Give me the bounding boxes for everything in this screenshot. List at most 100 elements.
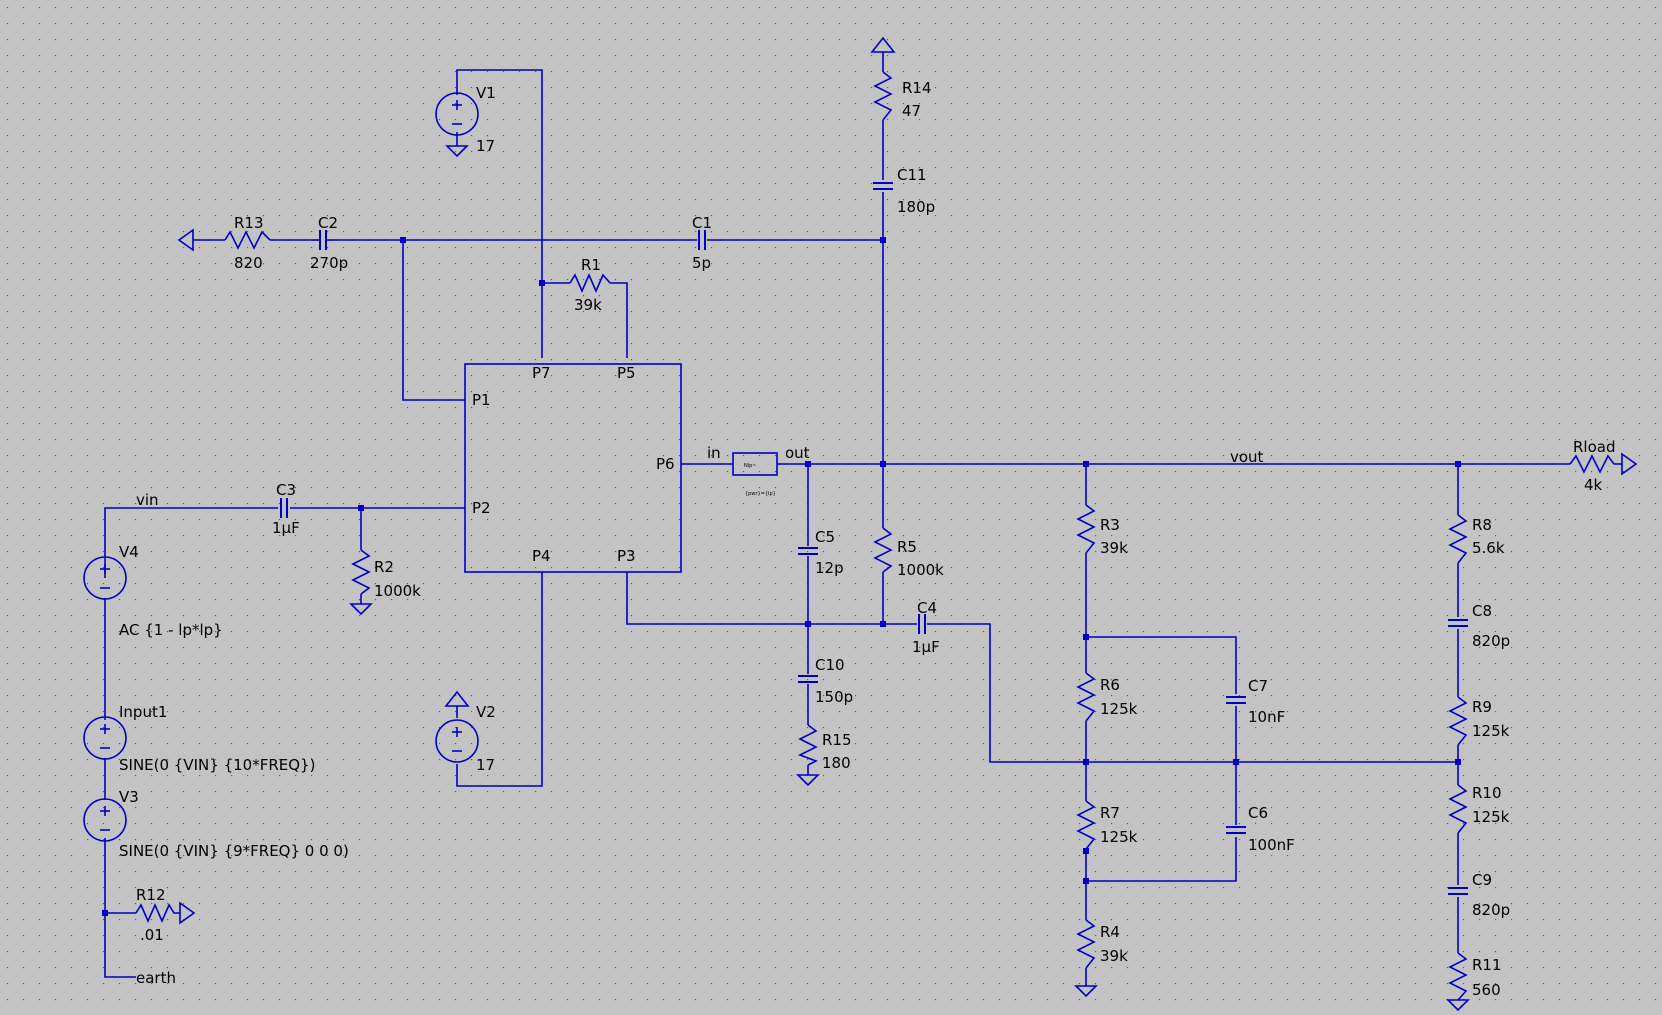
label-v3-value: SINE(0 {VIN} {9*FREQ} 0 0 0) [119,842,349,860]
label-r14-ref: R14 [902,79,932,97]
port-v2-icon [444,690,470,707]
net-earth-label: earth [136,969,176,987]
capacitor-c5 [798,547,818,555]
label-r12-ref: R12 [136,886,166,904]
label-c7-value: 10nF [1248,708,1285,726]
label-c5-ref: C5 [815,528,835,546]
resistor-r7 [1076,800,1096,850]
resistor-r2 [351,549,371,595]
ground-r4-icon [1074,985,1098,998]
label-r13-ref: R13 [234,214,264,232]
label-c10-ref: C10 [815,656,845,674]
label-r11-value: 560 [1472,981,1501,999]
label-r5-value: 1000k [897,561,944,579]
label-r4-ref: R4 [1100,923,1120,941]
resistor-r11 [1448,952,1468,1001]
pin-p4-label: P4 [532,547,551,565]
labels: R14 47 C11 180p V1 17 R13 820 C2 270p C1… [119,79,1615,999]
label-r14-value: 47 [902,102,921,120]
resistor-r5 [873,527,893,573]
label-c3-ref: C3 [276,481,296,499]
label-r15-value: 180 [822,754,851,772]
capacitor-c3 [280,498,288,518]
capacitor-c9 [1448,887,1468,895]
pin-p2-label: P2 [472,499,491,517]
resistor-r10 [1448,784,1468,834]
label-r12-value: .01 [140,926,164,944]
voltage-source-v3 [83,798,127,842]
label-c9-value: 820p [1472,901,1510,919]
ground-symbols [177,36,1638,1012]
resistor-r8 [1448,514,1468,564]
nlp-block-sublabel: {pwr}={lp} [745,491,776,497]
port-rload-icon [1621,452,1638,476]
capacitor-c2 [312,230,334,250]
ground-r2-icon [349,603,373,616]
net-out-label: out [785,444,810,462]
label-c7-ref: C7 [1248,677,1268,695]
port-r13-icon [177,228,194,252]
label-r9-value: 125k [1472,722,1510,740]
ic-block[interactable]: P1 P2 P3 P4 P5 P6 P7 [464,363,682,573]
capacitor-c6 [1226,826,1246,834]
label-r4-value: 39k [1100,947,1128,965]
resistor-r9 [1448,696,1468,746]
label-c5-value: 12p [815,559,844,577]
capacitor-c11 [873,182,893,190]
resistor-r14 [873,71,893,121]
label-c1-ref: C1 [692,214,712,232]
label-c11-value: 180p [897,198,935,216]
label-c11-ref: C11 [897,166,927,184]
label-v1-value: 17 [476,137,495,155]
label-r8-ref: R8 [1472,516,1492,534]
label-v3-ref: V3 [119,788,139,806]
label-c6-value: 100nF [1248,836,1295,854]
label-input1-ref: Input1 [119,703,167,721]
pin-p3-label: P3 [617,547,636,565]
voltage-sources[interactable] [83,92,479,842]
label-rload-value: 4k [1584,476,1603,494]
label-input1-value: SINE(0 {VIN} {10*FREQ}) [119,756,315,774]
capacitor-c7 [1226,696,1246,704]
label-r11-ref: R11 [1472,956,1502,974]
label-c10-value: 150p [815,688,853,706]
label-v2-ref: V2 [476,703,496,721]
label-r1-value: 39k [574,296,602,314]
resistors[interactable] [135,71,1622,1001]
label-v4-ref: V4 [119,543,139,561]
label-v4-value: AC {1 - lp*lp} [119,621,223,639]
label-c4-ref: C4 [917,599,937,617]
net-vin-label: vin [136,491,159,509]
capacitor-c10 [798,675,818,683]
wires [104,52,1570,986]
label-c9-ref: C9 [1472,871,1492,889]
pin-p1-label: P1 [472,391,491,409]
capacitor-c4 [918,614,926,634]
resistor-r12 [135,903,180,923]
nlp-block[interactable]: Nlp~ {pwr}={lp} [732,452,778,497]
ground-r11-icon [1446,999,1470,1012]
pin-p6-label: P6 [656,455,675,473]
pin-p5-label: P5 [617,364,636,382]
ground-r15-icon [796,774,820,787]
label-r2-ref: R2 [374,558,394,576]
label-r3-ref: R3 [1100,516,1120,534]
resistor-r4 [1076,919,1096,969]
label-rload-ref: Rload [1573,438,1615,456]
junctions [102,237,1461,916]
label-r3-value: 39k [1100,539,1128,557]
label-r8-value: 5.6k [1472,539,1505,557]
label-r7-value: 125k [1100,828,1138,846]
capacitors[interactable] [280,182,1468,895]
port-top-icon [870,36,896,53]
resistor-rload [1569,454,1622,474]
net-in-label: in [707,444,721,462]
label-r1-ref: R1 [581,256,601,274]
label-c2-ref: C2 [318,214,338,232]
label-r10-value: 125k [1472,808,1510,826]
label-r2-value: 1000k [374,582,421,600]
label-c2-value: 270p [310,254,348,272]
label-c3-value: 1µF [272,519,300,537]
label-r9-ref: R9 [1472,698,1492,716]
